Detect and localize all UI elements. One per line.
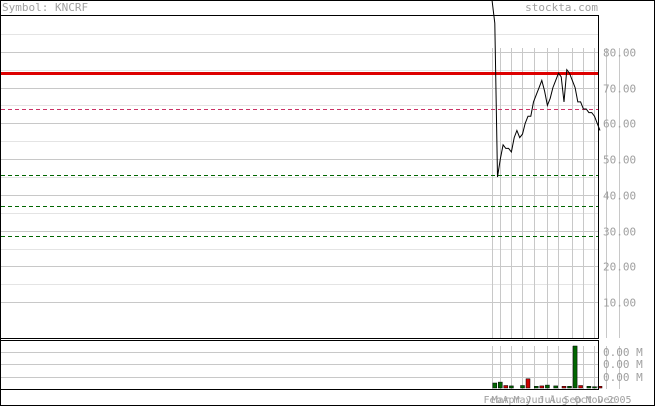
x-tick-label: Mar — [491, 395, 509, 406]
volume-bar — [578, 385, 583, 389]
volume-bars — [492, 345, 603, 389]
volume-bar — [553, 385, 558, 389]
price-x-grid — [492, 48, 620, 338]
volume-panel: 0.00 M0.00 M0.00 M — [0, 340, 643, 390]
volume-bar — [525, 378, 531, 389]
price-y-tick-label: 80.00 — [603, 47, 636, 60]
price-y-tick-label: 30.00 — [603, 226, 636, 239]
x-tick-label: May — [513, 395, 531, 406]
price-y-tick-label: 40.00 — [603, 190, 636, 203]
volume-bar — [561, 386, 567, 389]
price-levels — [1, 72, 598, 237]
symbol-label: Symbol: KNCRF — [2, 1, 88, 14]
x-tick-label: Sep — [563, 395, 581, 406]
x-tick-label: Jul — [538, 395, 556, 406]
x-tick-label: Feb — [483, 395, 501, 406]
price-y-tick-labels: 10.00 20.00 30.00 40.00 50.00 60.00 70.00 80.00 — [603, 47, 636, 310]
volume-panel-frame — [0, 340, 599, 390]
x-tick-label: 2005 — [607, 395, 631, 406]
x-tick-label: Oct — [574, 395, 592, 406]
site-label[interactable]: stockta.com — [525, 1, 598, 14]
volume-bar — [509, 385, 514, 389]
volume-y-tick-label: 0.00 M — [603, 346, 643, 359]
volume-x-grid — [492, 346, 620, 389]
price-panel-frame — [0, 15, 599, 339]
price-y-tick-label: 60.00 — [603, 118, 636, 131]
volume-y-tick-label: 0.00 M — [603, 371, 643, 384]
price-y-tick-label: 50.00 — [603, 154, 636, 167]
volume-grid — [1, 352, 598, 378]
price-y-tick-label: 20.00 — [603, 261, 636, 274]
price-series — [491, 0, 601, 178]
volume-y-tick-label: 0.00 M — [603, 358, 643, 371]
volume-y-tick-labels: 0.00 M0.00 M0.00 M — [603, 346, 643, 384]
x-tick-label: Nov — [585, 395, 603, 406]
price-grid — [1, 34, 598, 303]
volume-bar — [539, 385, 545, 389]
volume-bar — [586, 386, 592, 389]
volume-bar — [545, 384, 550, 389]
x-tick-label: Apr — [502, 395, 520, 406]
volume-bar — [534, 386, 539, 389]
x-tick-label: Jun — [525, 395, 543, 406]
volume-bar — [498, 381, 503, 389]
volume-bar — [520, 385, 525, 389]
volume-bar — [567, 386, 572, 389]
volume-bar — [503, 385, 509, 389]
price-line — [491, 0, 601, 178]
volume-bar — [592, 386, 597, 389]
volume-bar — [572, 345, 578, 389]
price-y-tick-label: 10.00 — [603, 297, 636, 310]
x-tick-label: Aug — [549, 395, 567, 406]
price-y-tick-label: 70.00 — [603, 83, 636, 96]
x-tick-label: Dec — [597, 395, 615, 406]
volume-bar — [492, 382, 498, 389]
price-panel: 10.00 20.00 30.00 40.00 50.00 60.00 70.00 80.00 — [0, 0, 636, 339]
